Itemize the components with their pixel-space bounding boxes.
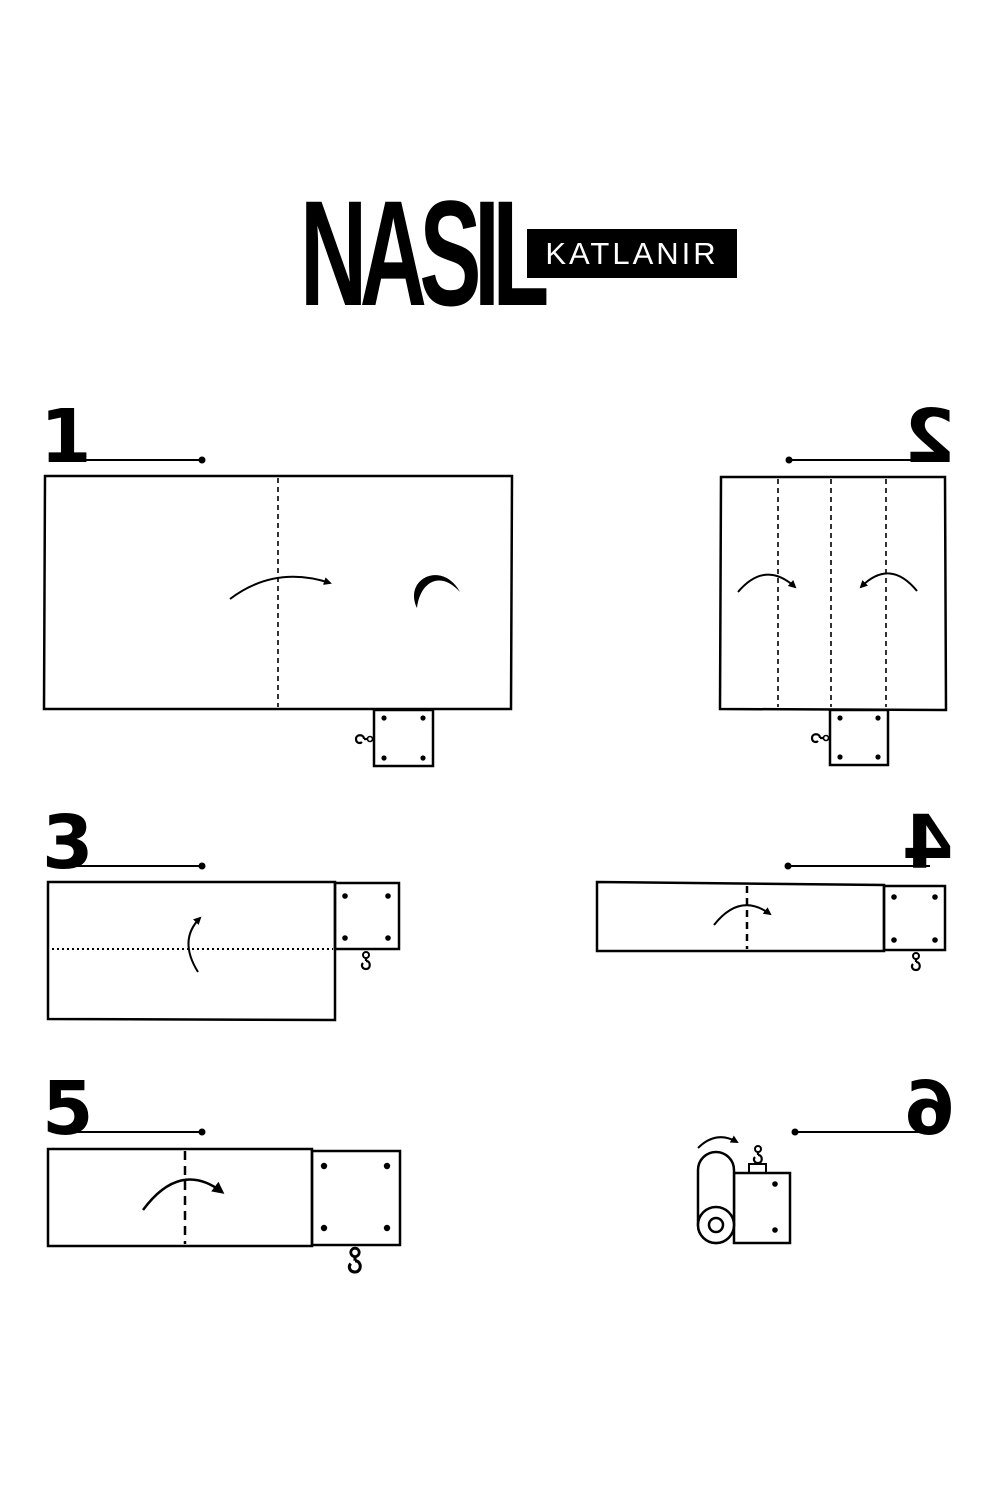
step-4-mat bbox=[595, 880, 886, 953]
step-3-mat bbox=[46, 880, 337, 1022]
step-5-mat bbox=[46, 1147, 314, 1248]
step-2-mat bbox=[718, 475, 948, 712]
step-4-leader-dot bbox=[784, 862, 792, 870]
step-number-1: 1 bbox=[40, 394, 92, 480]
hook-icon bbox=[347, 1246, 362, 1274]
step-5-leader-dot bbox=[198, 1128, 206, 1136]
step-4-pad bbox=[882, 884, 947, 952]
step-3-pad bbox=[333, 881, 401, 951]
step-number-3: 3 bbox=[42, 800, 94, 886]
hook-icon bbox=[910, 951, 921, 972]
step-6-diagram bbox=[696, 1128, 930, 1245]
hook-icon bbox=[810, 733, 830, 744]
title-badge bbox=[527, 229, 737, 278]
step-1-mat bbox=[42, 474, 514, 711]
step-2-pad bbox=[828, 708, 890, 767]
hook-icon bbox=[354, 734, 374, 745]
step-1-leader-dot bbox=[198, 456, 206, 464]
curved-arrow-icon bbox=[229, 575, 332, 600]
curved-arrow-icon bbox=[713, 904, 772, 926]
step-5-pad bbox=[310, 1149, 402, 1247]
step-2-leader-dot bbox=[785, 456, 793, 464]
step-3-diagram bbox=[46, 862, 401, 1022]
crescent-icon bbox=[414, 575, 460, 608]
step-5-diagram bbox=[46, 1128, 402, 1274]
curved-arrow-icon bbox=[141, 1178, 225, 1211]
curved-arrow-icon bbox=[859, 572, 918, 592]
curved-arrow-icon bbox=[187, 916, 202, 973]
title-main: NASIL bbox=[300, 169, 549, 337]
curved-arrow-icon bbox=[737, 573, 797, 593]
step-3-leader-dot bbox=[198, 862, 206, 870]
step-number-5: 5 bbox=[42, 1066, 94, 1152]
title-subtitle: KATLANIR bbox=[545, 236, 719, 271]
step-4-diagram bbox=[595, 862, 947, 972]
step-6-leader-dot bbox=[791, 1128, 799, 1136]
curved-arrow-icon bbox=[697, 1135, 739, 1149]
step-1-pad bbox=[372, 708, 435, 768]
rolled-mat-icon bbox=[696, 1144, 792, 1245]
hook-icon bbox=[360, 950, 371, 971]
step-1-diagram bbox=[42, 456, 514, 768]
step-2-diagram bbox=[718, 456, 948, 767]
